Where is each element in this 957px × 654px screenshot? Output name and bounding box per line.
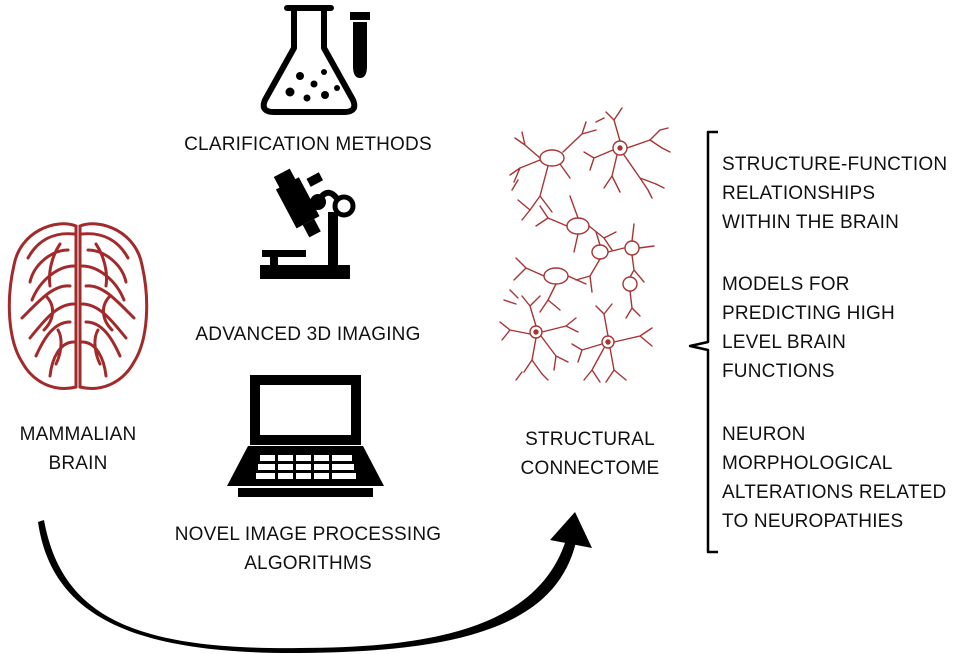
neuron-network-icon	[499, 107, 671, 383]
outcome-predictive-models: MODELS FOR PREDICTING HIGH LEVEL BRAIN F…	[722, 270, 895, 386]
outcome-line: STRUCTURE-FUNCTION	[722, 154, 948, 175]
outcome-line: ALTERATIONS RELATED	[722, 482, 947, 503]
label-advanced-3d-imaging: ADVANCED 3D IMAGING	[150, 320, 466, 349]
label-line: ALGORITHMS	[244, 553, 372, 574]
label-structural-connectome: STRUCTURAL CONNECTOME	[500, 425, 680, 483]
label-line: CONNECTOME	[520, 458, 660, 479]
outcome-line: MODELS FOR	[722, 274, 850, 295]
curved-arrow	[38, 512, 592, 654]
outcome-line: LEVEL BRAIN	[722, 332, 846, 353]
outcome-line: PREDICTING HIGH	[722, 303, 895, 324]
label-line: ADVANCED 3D IMAGING	[195, 324, 421, 345]
outcome-neuropathies: NEURON MORPHOLOGICAL ALTERATIONS RELATED…	[722, 420, 946, 536]
label-line: STRUCTURAL	[525, 429, 655, 450]
outcome-line: RELATIONSHIPS	[722, 183, 876, 204]
outcome-line: WITHIN THE BRAIN	[722, 212, 900, 233]
outcome-bracket	[688, 130, 718, 554]
outcome-structure-function: STRUCTURE-FUNCTION RELATIONSHIPS WITHIN …	[722, 150, 947, 237]
test-tube-icon	[350, 12, 370, 78]
label-clarification-methods: CLARIFICATION METHODS	[150, 130, 466, 159]
label-image-processing: NOVEL IMAGE PROCESSING ALGORITHMS	[140, 520, 476, 578]
brain-icon	[7, 222, 149, 390]
label-line: MAMMALIAN	[19, 424, 137, 445]
label-mammalian-brain: MAMMALIAN BRAIN	[0, 420, 156, 478]
outcome-line: TO NEUROPATHIES	[722, 511, 904, 532]
outcome-line: NEURON	[722, 424, 806, 445]
flask-icon	[260, 5, 358, 115]
microscope-icon	[260, 168, 356, 279]
outcome-line: MORPHOLOGICAL	[722, 453, 893, 474]
laptop-icon	[227, 375, 384, 497]
outcome-line: FUNCTIONS	[722, 361, 835, 382]
label-line: NOVEL IMAGE PROCESSING	[174, 524, 442, 545]
label-line: CLARIFICATION METHODS	[184, 134, 432, 155]
label-line: BRAIN	[48, 453, 108, 474]
